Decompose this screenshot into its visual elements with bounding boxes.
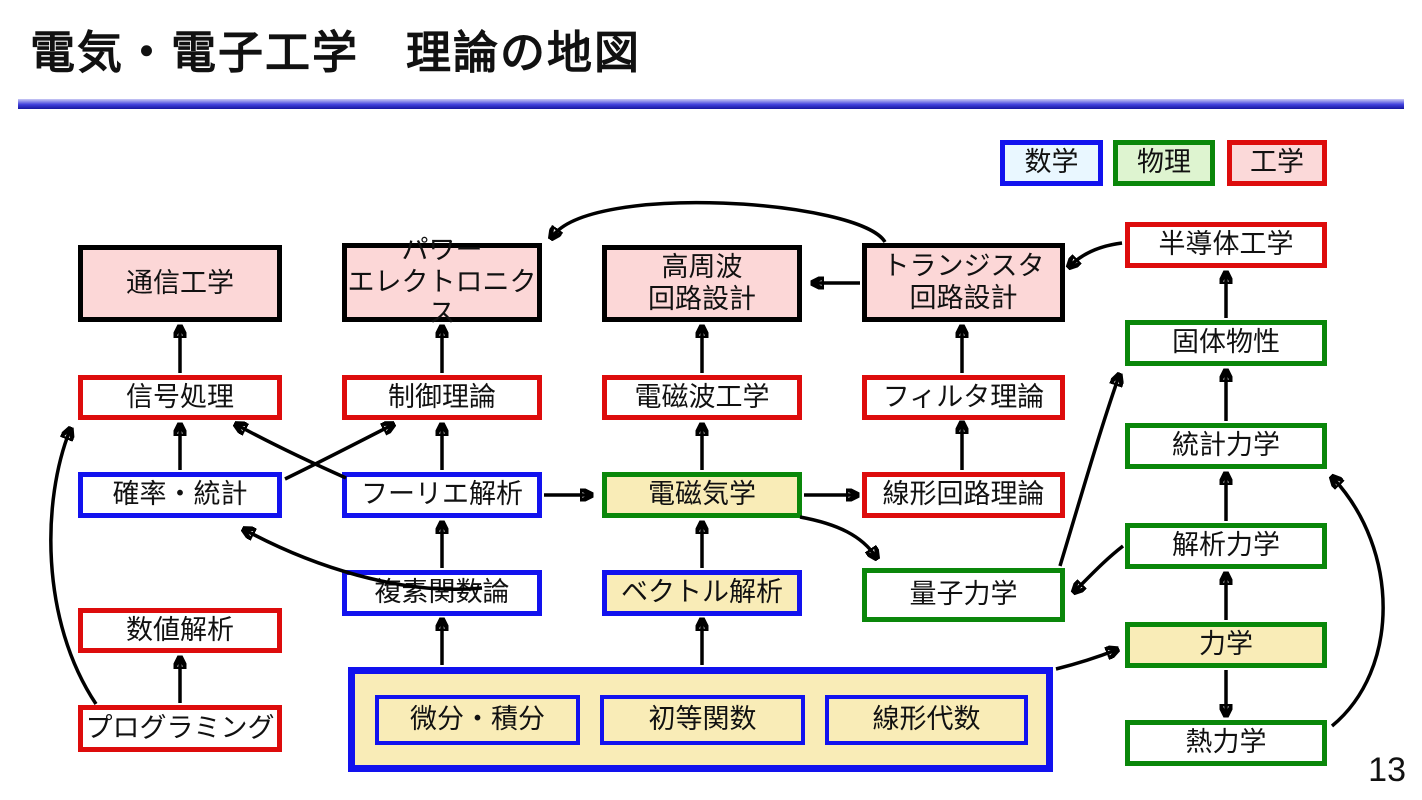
node-analytical-mechanics: 解析力学 [1125,523,1327,569]
node-label: パワー エレクトロニクス [347,234,537,329]
page-title: 電気・電子工学 理論の地図 [30,27,642,78]
node-control-theory: 制御理論 [342,375,542,420]
legend-physics-label: 物理 [1137,147,1191,178]
edge-mathgroup-mechanics [1055,650,1116,671]
legend-physics: 物理 [1113,140,1215,186]
edge-analytical-quantum [1075,544,1125,591]
node-label: 固体物性 [1172,327,1280,358]
node-label: 量子力学 [909,579,1018,610]
node-label: 信号処理 [126,381,234,412]
node-label: 数値解析 [126,614,234,645]
node-label: 線形回路理論 [882,479,1045,510]
node-label: トランジスタ 回路設計 [882,250,1045,313]
node-label: フーリエ解析 [361,479,523,510]
node-label: 電磁波工学 [634,381,770,412]
node-em-wave-engineering: 電磁波工学 [602,375,802,420]
node-complex-analysis: 複素関数論 [342,570,542,616]
node-statistical-mechanics: 統計力学 [1125,423,1327,469]
node-label: ベクトル解析 [621,577,783,608]
legend-math-label: 数学 [1024,147,1079,178]
node-mechanics: 力学 [1125,622,1327,668]
node-label: 高周波 回路設計 [648,251,756,314]
node-programming: プログラミング [78,705,282,752]
node-rf-circuit-design: 高周波 回路設計 [602,245,802,322]
node-label: 半導体工学 [1158,229,1294,260]
edge-thermo-statmech [1332,478,1385,728]
node-fourier-analysis: フーリエ解析 [342,472,542,518]
node-signal-processing: 信号処理 [78,375,282,420]
node-label: 解析力学 [1172,530,1280,561]
node-label: 微分・積分 [410,704,545,735]
page-number: 13 [1368,751,1406,789]
title-underline [18,99,1404,109]
node-linear-circuit-theory: 線形回路理論 [862,472,1065,518]
node-label: 複素関数論 [374,577,510,608]
edge-transistor-power-arc [552,200,887,242]
edge-probability-control [284,425,392,481]
node-power-electronics: パワー エレクトロニクス [342,235,542,328]
legend-engineering-label: 工学 [1250,147,1304,178]
node-label: フィルタ理論 [882,381,1045,412]
node-label: 確率・統計 [112,479,248,510]
node-semiconductor-engineering: 半導体工学 [1125,222,1327,268]
edge-fourier-signal [237,425,347,480]
node-vector-analysis: ベクトル解析 [602,570,802,616]
edge-quantum-solid [1058,376,1119,567]
node-label: 線形代数 [872,704,981,735]
node-label: 統計力学 [1172,430,1280,461]
edge-electromagnetics-quantum [799,515,876,557]
node-label: 力学 [1199,629,1253,660]
node-label: 電磁気学 [648,479,756,510]
node-communication-engineering: 通信工学 [78,245,282,322]
node-numerical-analysis: 数値解析 [78,608,282,653]
node-probability-statistics: 確率・統計 [78,472,282,518]
node-label: 制御理論 [388,381,496,412]
node-solid-state-physics: 固体物性 [1125,320,1327,366]
node-label: 初等関数 [648,704,757,735]
node-filter-theory: フィルタ理論 [862,375,1065,420]
node-label: 通信工学 [126,267,234,298]
node-label: プログラミング [85,712,275,743]
legend-math: 数学 [1000,140,1103,186]
node-quantum-mechanics: 量子力学 [862,568,1065,622]
node-label: 熱力学 [1185,727,1267,758]
node-calculus: 微分・積分 [375,695,580,745]
legend-engineering: 工学 [1227,140,1327,186]
node-elementary-functions: 初等関数 [600,695,805,745]
node-transistor-circuit-design: トランジスタ 回路設計 [862,243,1065,322]
node-electromagnetics: 電磁気学 [602,472,802,518]
node-thermodynamics: 熱力学 [1125,720,1327,766]
edge-semiconductor-transistor [1070,241,1123,266]
node-linear-algebra: 線形代数 [825,695,1028,745]
